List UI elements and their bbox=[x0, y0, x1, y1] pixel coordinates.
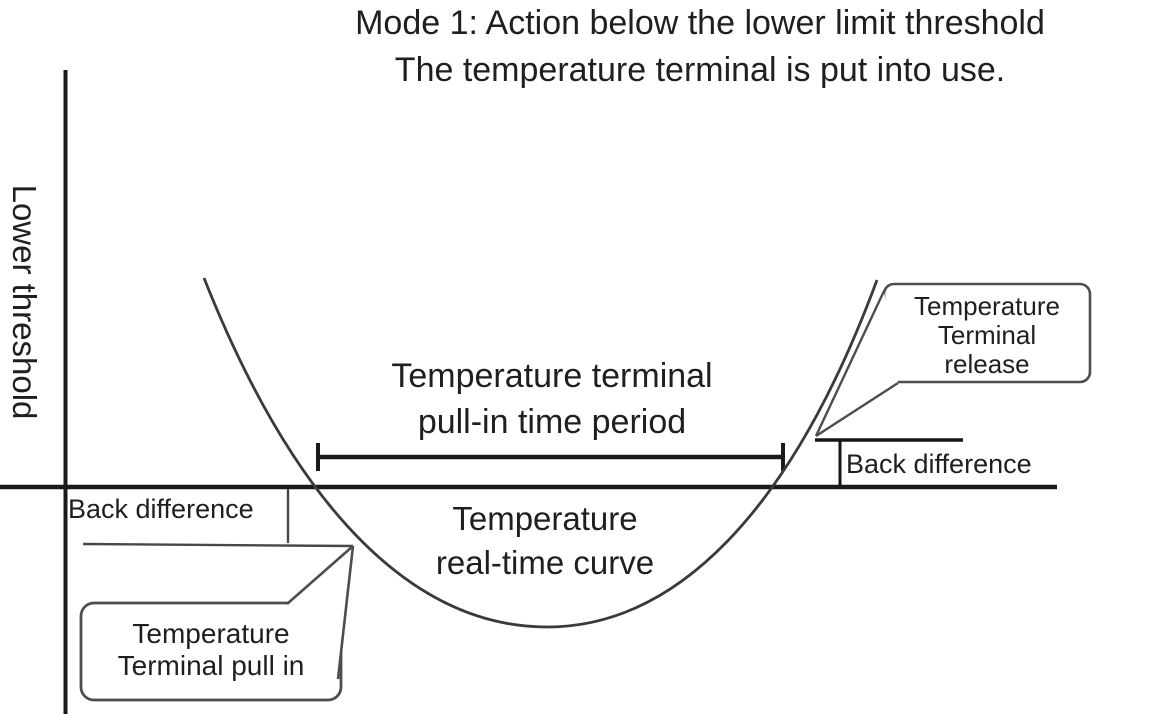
pull-in-callout-line1: Temperature bbox=[132, 618, 290, 649]
diagram-title-line2: The temperature terminal is put into use… bbox=[394, 51, 1006, 89]
back-difference-left-label: Back difference bbox=[68, 494, 254, 524]
curve-label-line2: real-time curve bbox=[435, 544, 655, 581]
pull-in-callout-pointer-lower-line bbox=[336, 545, 355, 680]
release-callout-pointer-fill bbox=[816, 291, 898, 436]
release-callout-pointer-lower-line bbox=[815, 381, 899, 438]
release-callout-label: Temperature Terminal release bbox=[884, 292, 1090, 379]
release-callout-pointer-upper-line bbox=[814, 290, 886, 437]
release-callout-line3: release bbox=[944, 349, 1030, 379]
pull-in-period-label: Temperature terminal pull-in time period bbox=[322, 353, 782, 445]
pull-in-callout-label: Temperature Terminal pull in bbox=[81, 618, 341, 682]
diagram-title-line1: Mode 1: Action below the lower limit thr… bbox=[355, 4, 1045, 42]
back-difference-right-label: Back difference bbox=[846, 449, 1032, 479]
release-callout-line2: Terminal bbox=[937, 320, 1037, 350]
curve-label-line1: Temperature bbox=[452, 500, 638, 537]
curve-label: Temperature real-time curve bbox=[385, 497, 705, 585]
pull-in-period-label-line2: pull-in time period bbox=[417, 403, 687, 441]
pull-in-callout-line2: Terminal pull in bbox=[117, 650, 305, 681]
pull-in-callout-pointer-upper-line bbox=[286, 545, 354, 605]
diagram-title: Mode 1: Action below the lower limit thr… bbox=[250, 0, 1150, 94]
release-callout-line1: Temperature bbox=[914, 291, 1060, 321]
pull-in-level-line bbox=[82, 542, 354, 548]
pull-in-period-label-line1: Temperature terminal bbox=[391, 357, 713, 395]
temperature-curve bbox=[202, 277, 879, 629]
y-axis-label: Lower threshold bbox=[6, 184, 43, 420]
pull-in-callout-pointer-fill bbox=[287, 546, 353, 679]
